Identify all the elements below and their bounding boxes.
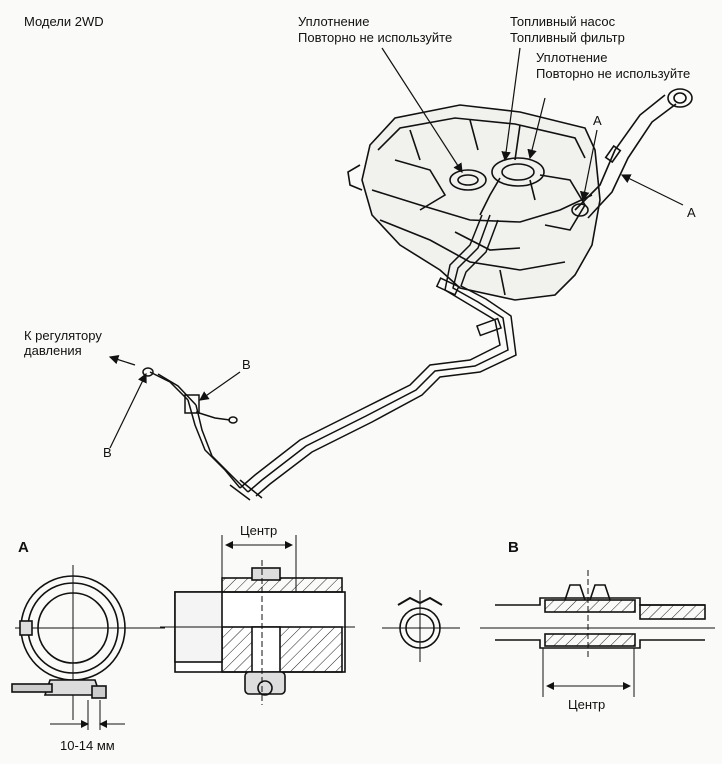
point-a-label-2: A bbox=[687, 205, 696, 220]
regulator-label: К регулятору bbox=[24, 328, 102, 343]
fuel-tank bbox=[347, 104, 601, 301]
fuel-lines bbox=[142, 214, 517, 501]
leader-lines bbox=[108, 47, 684, 449]
detail-b-title: B bbox=[508, 539, 519, 556]
filter-label: Топливный фильтр bbox=[510, 30, 625, 45]
detail-b-center-label: Центр bbox=[568, 697, 606, 712]
seal-right-label: Уплотнение bbox=[536, 50, 608, 65]
point-b-label-2: B bbox=[103, 445, 112, 460]
diagram-title: Модели 2WD bbox=[24, 14, 104, 29]
point-a-label: A bbox=[593, 113, 602, 128]
detail-a-section bbox=[160, 535, 355, 705]
detail-a-end-view bbox=[11, 565, 165, 730]
regulator-label-2: давления bbox=[24, 343, 82, 358]
detail-b-end-view bbox=[382, 590, 460, 662]
detail-a-dimension: 10-14 мм bbox=[60, 738, 115, 753]
seal-right-note: Повторно не используйте bbox=[536, 66, 691, 81]
point-b-label: B bbox=[242, 357, 251, 372]
detail-a-center-label: Центр bbox=[240, 523, 278, 538]
detail-a-title: A bbox=[18, 539, 29, 556]
pump-label: Топливный насос bbox=[510, 14, 616, 29]
seal-left-label: Уплотнение bbox=[298, 14, 370, 29]
seal-left-note: Повторно не используйте bbox=[298, 30, 453, 45]
pump-opening bbox=[449, 157, 545, 216]
detail-b-section bbox=[480, 570, 715, 697]
filler-neck bbox=[571, 88, 693, 219]
